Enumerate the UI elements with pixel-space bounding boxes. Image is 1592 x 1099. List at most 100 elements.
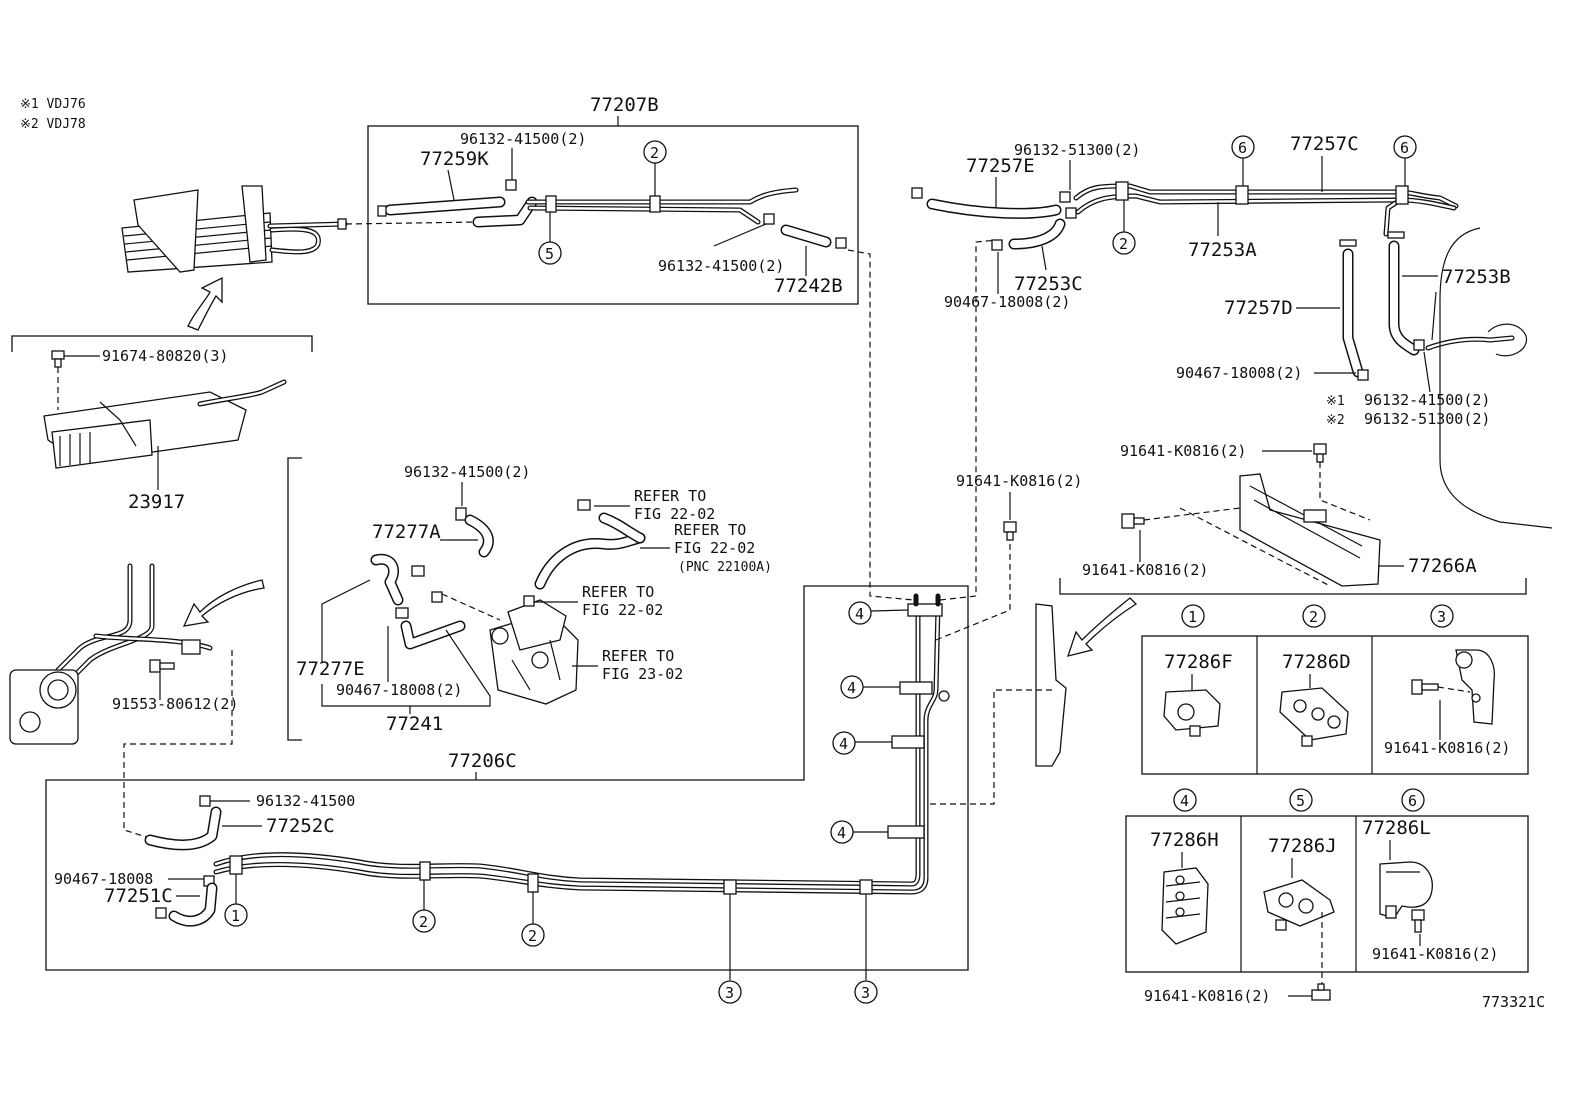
- label-77277E: 77277E: [296, 658, 365, 680]
- oil-cooler-assembly-illustration: [121, 185, 348, 273]
- circle-num-2: 2: [650, 144, 659, 162]
- circle-num-4: 4: [837, 824, 846, 842]
- cooler-bracket-illustration: [43, 379, 287, 469]
- clamp-ref-2-circle: [1112, 231, 1136, 255]
- clamp-ref-3-circle: [854, 980, 878, 1004]
- group-bracket-77241: [287, 457, 302, 741]
- circle-num-6: 6: [1400, 139, 1409, 157]
- clamp-ref-1-circle: [224, 903, 248, 927]
- refer-text-4-line2: FIG 23-02: [602, 665, 683, 683]
- refer-text-2-line2: FIG 22-02: [674, 539, 755, 557]
- label-90467-18008-b: 90467-18008: [54, 870, 153, 888]
- refer-text-1-line1: REFER TO: [634, 487, 706, 505]
- clip-icon: [199, 795, 211, 807]
- circle-num-1: 1: [1188, 608, 1197, 626]
- clamp-legend-row-1: [1141, 635, 1529, 775]
- label-77251C: 77251C: [104, 885, 173, 907]
- clamp-ref-4-circle: [832, 731, 856, 755]
- clamp-ref-3-circle: [718, 980, 742, 1004]
- clamp-legend-row-2: [1125, 815, 1529, 973]
- circle-num-3: 3: [1437, 608, 1446, 626]
- hose-77257E: [911, 187, 1077, 219]
- label-96132-41500-b: 96132-41500(2): [658, 257, 784, 275]
- group-bracket-23917: [11, 335, 313, 352]
- label-23917: 23917: [128, 491, 185, 513]
- circle-num-4: 4: [847, 679, 856, 697]
- model-mark-1: ※1: [1326, 394, 1345, 409]
- label-96132-51300-a: 96132-51300(2): [1014, 141, 1140, 159]
- model-note-1: ※1 VDJ76: [20, 97, 86, 112]
- label-77207B: 77207B: [590, 94, 659, 116]
- clamp-ref-2-circle: [412, 909, 436, 933]
- bolt-icon: [1411, 679, 1439, 695]
- label-77242B: 77242B: [774, 275, 843, 297]
- label-96132-41500-d: 96132-41500: [256, 792, 355, 810]
- label-77257D: 77257D: [1224, 297, 1293, 319]
- clamp-ref-6-circle: [1401, 788, 1425, 812]
- clamp-77286J-illustration: [1263, 879, 1335, 931]
- hose-to-fig-22-02: [523, 499, 646, 607]
- label-77253C: 77253C: [1014, 273, 1083, 295]
- label-77259K: 77259K: [420, 148, 489, 170]
- bolt-icon: [1311, 983, 1331, 1001]
- label-77253B: 77253B: [1442, 266, 1511, 288]
- label-90467-18008-a: 90467-18008(2): [336, 681, 462, 699]
- bolt-icon: [1411, 909, 1425, 933]
- label-77257E: 77257E: [966, 155, 1035, 177]
- clamp-77286L-illustration: [1379, 861, 1433, 919]
- label-96132-41500-c: 96132-41500(2): [404, 463, 530, 481]
- bolt-icon: [51, 350, 65, 368]
- hose-77252C: [144, 806, 222, 851]
- clamp-77286F-illustration: [1163, 689, 1221, 737]
- circle-num-4: 4: [1180, 792, 1189, 810]
- label-91641-K0816-c: 91641-K0816(2): [1082, 561, 1208, 579]
- clamp-77286D-illustration: [1279, 687, 1349, 747]
- clamp-3-illustration: [1455, 649, 1496, 725]
- bolt-icon: [149, 659, 175, 673]
- clamp-ref-5-circle: [538, 241, 562, 265]
- pipe-77206C: [213, 603, 950, 895]
- circle-num-3: 3: [725, 984, 734, 1002]
- arrow-down-left-icon: [1067, 597, 1138, 657]
- arrow-down-left-icon: [182, 579, 265, 627]
- label-96132-41500-e: 96132-41500(2): [1364, 391, 1490, 409]
- clamp-ref-1-circle: [1181, 604, 1205, 628]
- hose-77259K: [377, 179, 538, 228]
- label-91641-K0816-b: 91641-K0816(2): [956, 472, 1082, 490]
- circle-num-6: 6: [1238, 139, 1247, 157]
- label-77257C: 77257C: [1290, 133, 1359, 155]
- clamp-ref-2-circle: [1302, 604, 1326, 628]
- fuel-filter-illustration: [489, 599, 579, 705]
- clamp-ref-3-circle: [1430, 604, 1454, 628]
- label-91641-K0816-a: 91641-K0816(2): [1120, 442, 1246, 460]
- clamp-ref-2-circle: [521, 923, 545, 947]
- label-91553-80612: 91553-80612(2): [112, 695, 238, 713]
- group-box-77207B: [367, 125, 859, 305]
- hose-77242B: [763, 213, 847, 249]
- label-90467-18008-d: 90467-18008(2): [1176, 364, 1302, 382]
- circle-num-3: 3: [861, 984, 870, 1002]
- label-77286L: 77286L: [1362, 817, 1431, 839]
- label-77266A: 77266A: [1408, 555, 1477, 577]
- circle-num-6: 6: [1408, 792, 1417, 810]
- diagram-id: 773321C: [1482, 993, 1545, 1011]
- circle-num-2: 2: [528, 927, 537, 945]
- label-96132-51300-b: 96132-51300(2): [1364, 410, 1490, 428]
- refer-text-2-line1: REFER TO: [674, 521, 746, 539]
- refer-text-3-line1: REFER TO: [582, 583, 654, 601]
- bolt-icon: [1313, 443, 1327, 463]
- circle-num-5: 5: [545, 245, 554, 263]
- refer-text-2-line3: (PNC 22100A): [678, 560, 772, 575]
- circle-num-4: 4: [855, 605, 864, 623]
- hose-77251C: [155, 882, 218, 927]
- body-outline: [1439, 227, 1553, 529]
- hoses-77277: [370, 507, 494, 650]
- label-91641-K0816-d: 91641-K0816(2): [1384, 739, 1510, 757]
- clamp-ref-4-circle: [848, 601, 872, 625]
- model-note-2: ※2 VDJ78: [20, 117, 86, 132]
- bracket-side-view: [1035, 603, 1067, 767]
- label-77253A: 77253A: [1188, 239, 1257, 261]
- label-77252C: 77252C: [266, 815, 335, 837]
- bolt-icon: [1003, 521, 1017, 541]
